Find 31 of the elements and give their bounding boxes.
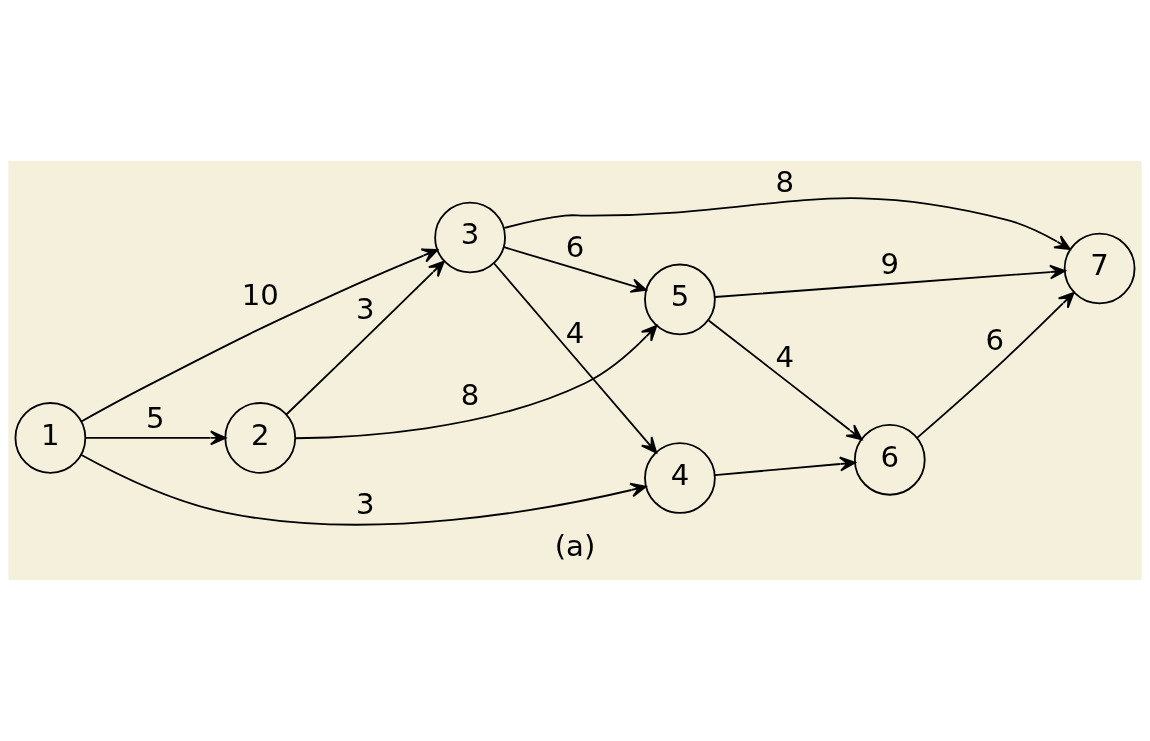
node-circle: 5 [644,263,716,336]
arrow [80,248,439,423]
edge-label: 8 [460,377,480,412]
arrow [285,260,445,416]
edge-label: 10 [241,277,279,312]
arrow [493,262,658,454]
arrow [80,453,647,526]
arrow [294,324,658,440]
arrow [84,430,227,446]
arrow [503,197,1071,251]
edge-label: 6 [565,230,585,265]
node-circle: 6 [853,423,926,496]
node-circle: 1 [14,402,87,474]
node-circle: 4 [644,442,716,514]
arrow [916,291,1075,439]
edge-label: 4 [775,339,795,374]
edge-label: 3 [355,292,375,327]
node-circle: 7 [1063,232,1136,305]
edge-label: 4 [565,315,585,350]
node-circle: 3 [434,201,506,274]
edge-label: 8 [775,164,795,199]
arrow [503,246,647,293]
edge-label: 6 [985,323,1004,358]
edge-label: 9 [880,246,900,281]
arrow [707,319,863,441]
arrow [713,456,856,476]
edge-label: 5 [146,401,165,436]
node-circle: 2 [224,402,297,474]
arrow [714,264,1066,298]
edge-label: 3 [355,487,375,522]
caption: (a) [554,528,596,563]
